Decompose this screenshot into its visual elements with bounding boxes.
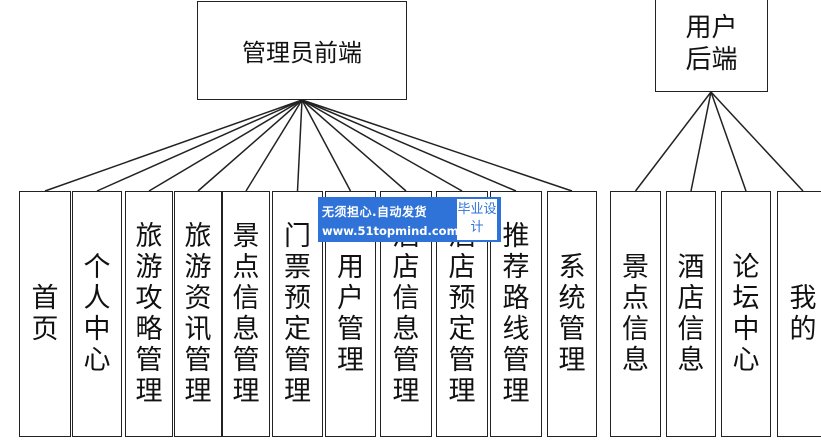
admin-node-10: 推荐路线管理 <box>490 191 542 437</box>
admin-edge-1 <box>44 99 303 192</box>
admin-node-8-label: 酒店信息管理 <box>392 221 420 407</box>
admin-node-5-label: 景点信息管理 <box>232 221 260 407</box>
admin-edge-8 <box>301 99 407 192</box>
admin-node-1: 首页 <box>19 191 71 437</box>
user-node-2-label: 酒店信息 <box>677 252 705 376</box>
admin-edge-5 <box>245 99 303 192</box>
admin-node-9-label: 酒店预定管理 <box>448 221 476 407</box>
user-node-1: 景点信息 <box>610 191 661 437</box>
admin-edge-4 <box>197 99 303 192</box>
user-edge-3 <box>710 91 747 192</box>
user-edge-1 <box>634 91 712 192</box>
admin-node-10-label: 推荐路线管理 <box>502 221 530 407</box>
user-edge-4 <box>710 91 804 192</box>
admin-edge-9 <box>301 99 463 192</box>
user-root-label: 用户后端 <box>685 13 738 75</box>
admin-edge-2 <box>96 99 303 192</box>
user-node-3-label: 论坛中心 <box>732 252 760 376</box>
user-root-node: 用户后端 <box>655 0 768 92</box>
watermark-main-text: 无须担心.自动发货 <box>322 205 428 219</box>
admin-root-label: 管理员前端 <box>242 39 362 67</box>
admin-edge-11 <box>301 99 573 192</box>
admin-node-6-label: 门票预定管理 <box>284 221 311 407</box>
admin-node-4-label: 旅游资讯管理 <box>184 221 212 407</box>
admin-node-2-label: 个人中心 <box>83 252 111 376</box>
watermark-banner: 无须担心.自动发货 www.51topmind.com 毕业设计 <box>318 197 501 242</box>
admin-node-4: 旅游资讯管理 <box>174 191 222 437</box>
user-node-1-label: 景点信息 <box>622 252 649 376</box>
admin-edge-6 <box>296 99 303 192</box>
admin-edge-3 <box>148 99 303 192</box>
user-node-3: 论坛中心 <box>721 191 771 437</box>
user-node-2: 酒店信息 <box>666 191 716 437</box>
admin-node-3-label: 旅游攻略管理 <box>135 221 163 407</box>
admin-root-node: 管理员前端 <box>197 1 407 100</box>
admin-node-2: 个人中心 <box>72 191 122 437</box>
watermark-url: www.51topmind.com <box>322 224 459 238</box>
admin-node-5: 景点信息管理 <box>222 191 270 437</box>
admin-node-6: 门票预定管理 <box>272 191 323 437</box>
admin-node-11-label: 系统管理 <box>558 252 586 376</box>
user-edge-2 <box>690 91 712 192</box>
admin-edge-10 <box>301 99 517 192</box>
user-node-4: 我的 <box>777 191 821 437</box>
watermark-badge: 毕业设计 <box>457 199 497 240</box>
user-node-4-label: 我的 <box>789 283 817 345</box>
admin-node-1-label: 首页 <box>31 283 59 345</box>
admin-node-3: 旅游攻略管理 <box>125 191 173 437</box>
admin-node-11: 系统管理 <box>547 191 597 437</box>
admin-edge-7 <box>301 99 352 192</box>
admin-node-7-label: 用户管理 <box>337 252 364 376</box>
